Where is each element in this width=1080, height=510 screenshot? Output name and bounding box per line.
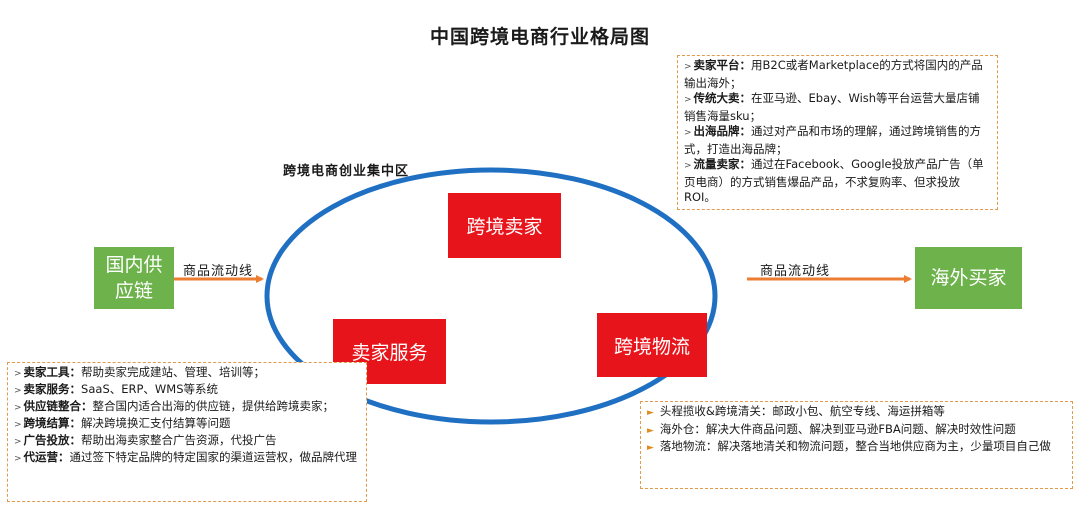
seller-services-note: >卖家工具：帮助卖家完成建站、管理、培训等； >卖家服务：SaaS、ERP、WM… [7,362,367,502]
cross-border-logistics-node: 跨境物流 [597,313,707,377]
arrow-bullet-icon: > [684,128,692,138]
note-text: SaaS、ERP、WMS等系统 [81,382,219,396]
flow-label-right: 商品流动线 [760,264,831,279]
note-item: >卖家平台：用B2C或者Marketplace的方式将国内的产品输出海外； [684,58,991,91]
overseas-buyers-label: 海外买家 [930,267,1007,289]
arrow-bullet-icon: > [14,369,22,379]
note-text: 解决跨境换汇支付结算等问题 [81,416,231,430]
zone-label: 跨境电商创业集中区 [283,164,410,179]
note-term: 流量卖家： [693,157,752,171]
domestic-supply-chain-node: 国内供应链 [94,247,174,309]
note-item: >出海品牌：通过对产品和市场的理解，通过跨境销售的方式，打造出海品牌； [684,124,991,157]
seller-services-label: 卖家服务 [351,342,428,364]
flow-label-left: 商品流动线 [183,264,254,279]
domestic-supply-chain-label: 国内供应链 [105,254,163,302]
note-term: 传统大卖： [693,91,752,105]
note-text: 头程揽收&跨境清关：邮政小包、航空专线、海运拼箱等 [659,404,945,418]
cross-border-sellers-label: 跨境卖家 [466,216,543,238]
arrow-bullet-icon: > [684,161,692,171]
triangle-bullet-icon: ► [647,443,654,453]
note-term: 卖家平台： [693,58,752,72]
note-item: >卖家工具：帮助卖家完成建站、管理、培训等； [14,365,360,382]
logistics-note: ► 头程揽收&跨境清关：邮政小包、航空专线、海运拼箱等 ► 海外仓：解决大件商品问题… [640,401,1073,489]
note-item: >卖家服务：SaaS、ERP、WMS等系统 [14,382,360,399]
arrow-bullet-icon: > [14,386,22,396]
note-term: 卖家工具： [23,365,82,379]
arrow-bullet-icon: > [684,95,692,105]
arrow-bullet-icon: > [14,403,22,413]
seller-zone-ellipse [264,167,718,425]
note-term: 卖家服务： [23,382,82,396]
note-item: >传统大卖：在亚马逊、Ebay、Wish等平台运营大量店铺销售海量sku； [684,91,991,124]
seller-types-note: >卖家平台：用B2C或者Marketplace的方式将国内的产品输出海外； >传… [677,55,998,210]
note-text: 通过签下特定品牌的特定国家的渠道运营权，做品牌代理 [69,450,358,464]
note-text: 落地物流：解决落地清关和物流问题，整合当地供应商为主，少量项目自己做 [659,439,1051,453]
note-item: >流量卖家：通过在Facebook、Google投放产品广告（单页电商）的方式销… [684,157,991,206]
note-term: 代运营： [23,450,70,464]
note-item: >广告投放：帮助出海卖家整合广告资源，代投广告 [14,433,360,450]
overseas-buyers-node: 海外买家 [915,247,1022,309]
note-text: 帮助出海卖家整合广告资源，代投广告 [81,433,277,447]
page-title: 中国跨境电商行业格局图 [429,26,650,48]
note-item: ► 头程揽收&跨境清关：邮政小包、航空专线、海运拼箱等 [647,404,1066,422]
note-text: 通过对产品和市场的理解，通过跨境销售的方式，打造出海品牌； [684,124,982,156]
note-item: >代运营：通过签下特定品牌的特定国家的渠道运营权，做品牌代理 [14,450,360,467]
note-term: 出海品牌： [693,124,752,138]
note-term: 供应链整合： [23,399,93,413]
note-item: >跨境结算：解决跨境换汇支付结算等问题 [14,416,360,433]
cross-border-sellers-node: 跨境卖家 [448,193,561,258]
triangle-bullet-icon: ► [647,408,654,418]
arrow-bullet-icon: > [14,420,22,430]
note-term: 跨境结算： [23,416,82,430]
note-text: 海外仓：解决大件商品问题、解决到亚马逊FBA问题、解决时效性问题 [659,421,1016,436]
note-text: 帮助卖家完成建站、管理、培训等； [81,365,266,379]
arrow-bullet-icon: > [14,437,22,447]
note-text: 用B2C或者Marketplace的方式将国内的产品输出海外； [684,58,983,90]
note-item: ► 海外仓：解决大件商品问题、解决到亚马逊FBA问题、解决时效性问题 [647,422,1066,440]
note-text: 在亚马逊、Ebay、Wish等平台运营大量店铺销售海量sku； [684,91,980,123]
arrow-bullet-icon: > [684,62,692,72]
note-text: 整合国内适合出海的供应链，提供给跨境卖家； [92,399,335,413]
note-text: 通过在Facebook、Google投放产品广告（单页电商）的方式销售爆品产品，… [684,157,984,204]
arrow-bullet-icon: > [14,454,22,464]
triangle-bullet-icon: ► [647,425,654,436]
note-term: 广告投放： [23,433,82,447]
note-item: ► 落地物流：解决落地清关和物流问题，整合当地供应商为主，少量项目自己做 [647,439,1066,457]
note-item: >供应链整合：整合国内适合出海的供应链，提供给跨境卖家； [14,399,360,416]
cross-border-logistics-label: 跨境物流 [613,335,690,358]
